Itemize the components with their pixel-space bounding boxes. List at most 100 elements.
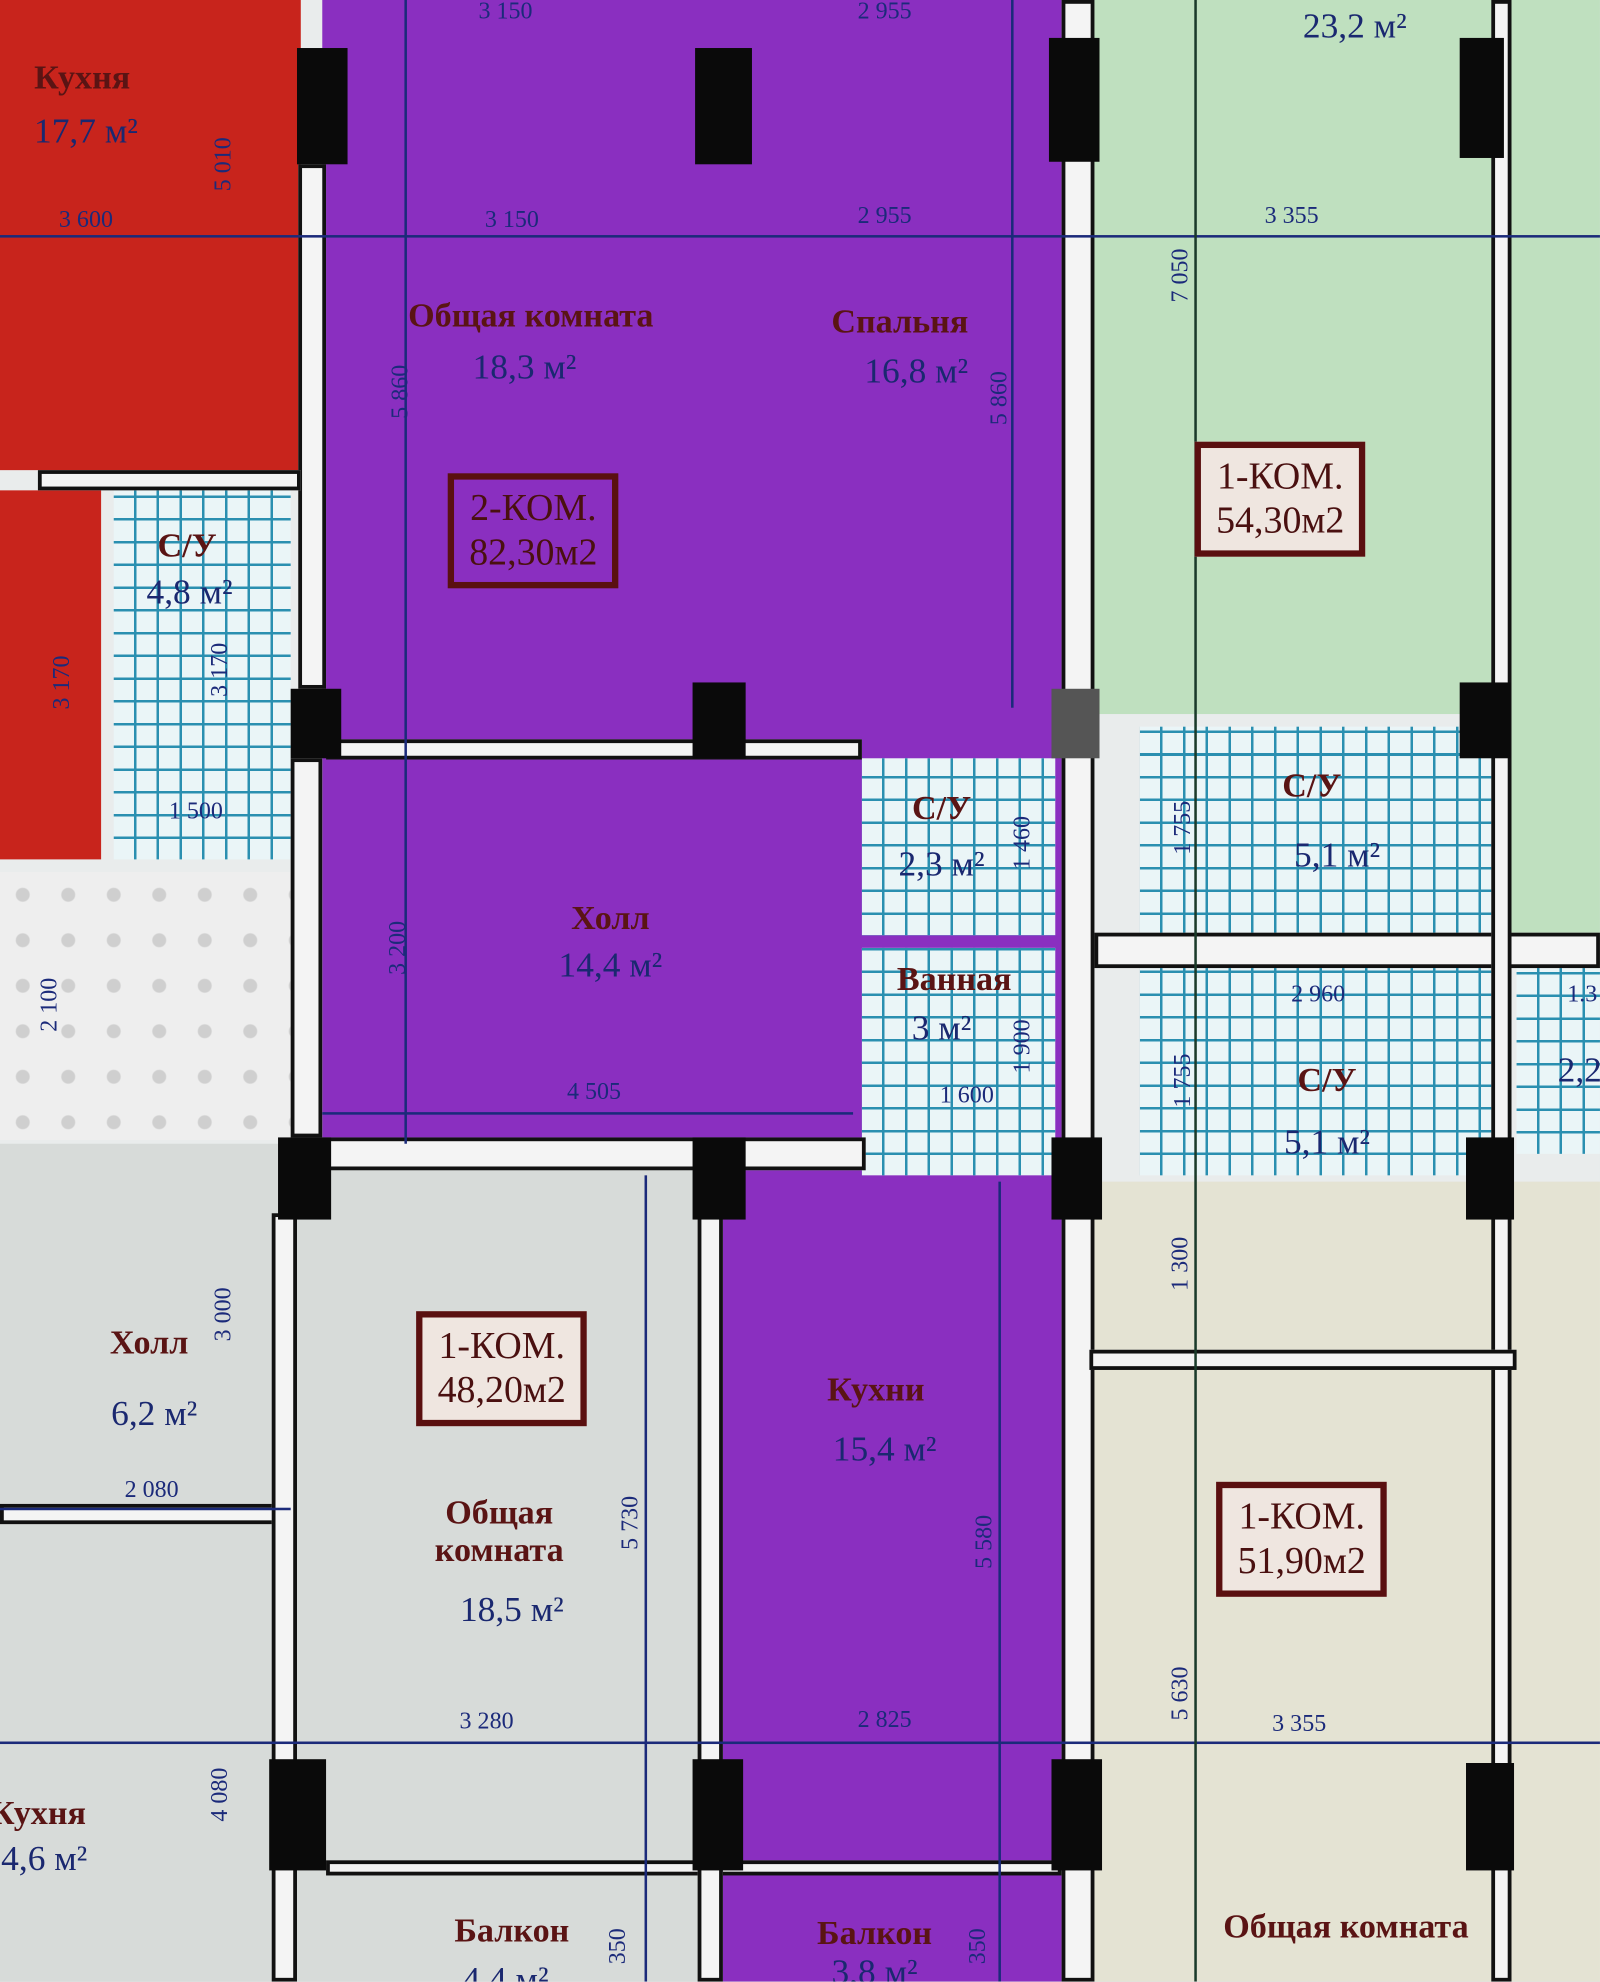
room-name: С/У (911, 788, 972, 827)
apartment-type: 1-КОМ. (1238, 1495, 1365, 1538)
room-name: Кухня (34, 58, 131, 97)
dimension-label: 4 505 (566, 1078, 621, 1106)
zone-bathroom-5-1-bottom (1139, 966, 1504, 1176)
wall (37, 470, 301, 491)
room-area: 16,8 м² (864, 352, 969, 392)
zone-bathroom-right (1516, 966, 1600, 1154)
dimension-label: 1 755 (1169, 800, 1197, 855)
room-name: Кухня (0, 1793, 86, 1832)
room-name: Общая комната (1223, 1907, 1469, 1946)
zone-green-strip (1510, 707, 1600, 936)
column (692, 682, 746, 759)
dimension-label: 5 730 (617, 1495, 644, 1550)
column (1466, 1137, 1515, 1220)
zone-bathroom-4-8 (113, 490, 291, 860)
column (278, 1137, 332, 1220)
column (1051, 1137, 1103, 1220)
dimension-label: 1.3 (1567, 981, 1598, 1008)
dimension-label: 2 960 (1291, 981, 1346, 1008)
column (692, 1137, 746, 1220)
dimension-line (404, 0, 407, 1144)
apartment-badge-1room: 1-КОМ.51,90м2 (1216, 1481, 1388, 1597)
zone-bathroom-2-3 (861, 758, 1056, 936)
dimension-label: 1 600 (939, 1082, 994, 1110)
dimension-label: 2 955 (857, 0, 912, 25)
room-area: 14,4 м² (558, 946, 663, 986)
dimension-line (1194, 0, 1197, 1982)
dimension-label: 1 900 (1009, 1019, 1036, 1074)
dimension-label: 3 355 (1264, 202, 1319, 230)
room-name: Холл (109, 1323, 189, 1362)
column (269, 1759, 327, 1871)
apartment-area: 82,30м2 (469, 530, 598, 573)
dimension-label: 3 170 (206, 642, 234, 697)
dimension-label: 1 500 (168, 798, 223, 825)
dimension-label: 7 050 (1167, 248, 1194, 303)
zone-1room-green (1089, 0, 1600, 715)
dimension-line (998, 1181, 1001, 1982)
wall (1061, 0, 1095, 1982)
dimension-label: 5 010 (210, 137, 238, 192)
dimension-line (322, 1112, 854, 1115)
room-area: 23,2 м² (1302, 7, 1407, 47)
room-area: 15,4 м² (832, 1430, 937, 1470)
dimension-label: 2 100 (36, 977, 63, 1032)
dimension-label: 2 825 (857, 1706, 912, 1734)
room-area: 3,8 м² (831, 1953, 918, 1982)
dimension-line (0, 1507, 291, 1511)
room-area: 17,7 м² (34, 111, 138, 152)
wall (290, 758, 323, 1138)
dimension-label: 3 150 (478, 0, 533, 25)
zone-corridor (0, 872, 291, 1140)
dimension-line (1011, 0, 1014, 708)
dimension-label: 4 080 (206, 1767, 234, 1822)
dimension-label: 3 200 (384, 920, 412, 975)
dimension-label: 1 300 (1167, 1236, 1194, 1291)
dimension-label: 1 460 (1009, 815, 1036, 870)
wall (298, 164, 327, 689)
dimension-label: 5 860 (387, 364, 414, 419)
room-area: 2,2 (1557, 1050, 1600, 1091)
room-name: Балкон (817, 1913, 933, 1952)
apartment-area: 51,90м2 (1237, 1539, 1366, 1582)
room-area: 4,6 м² (1, 1839, 88, 1879)
dimension-label: 3 170 (48, 655, 76, 710)
room-name: Общая комната (434, 1492, 564, 1569)
room-area: 2,3 м² (898, 844, 985, 885)
apartment-type: 1-КОМ. (1216, 455, 1344, 498)
dimension-label: 5 580 (971, 1514, 998, 1569)
dimension-label: 5 860 (986, 371, 1014, 426)
dimension-line (0, 235, 1600, 238)
room-area: 18,5 м² (459, 1590, 564, 1630)
dimension-label: 1 755 (1169, 1053, 1197, 1108)
dimension-label: 3 600 (58, 206, 113, 234)
zone-red-room (0, 490, 102, 860)
column (1048, 37, 1100, 162)
room-area: 18,3 м² (472, 348, 577, 388)
apartment-badge-1room: 1-КОМ.48,20м2 (416, 1311, 588, 1427)
dimension-label: 3 280 (459, 1708, 514, 1735)
room-area: 6,2 м² (111, 1394, 198, 1434)
dimension-line (0, 1741, 1600, 1745)
wall (1491, 0, 1512, 1982)
column (692, 1759, 744, 1871)
room-area: 5,1 м² (1283, 1123, 1371, 1163)
column (290, 688, 342, 759)
zone-kitchen-purple (720, 1143, 1062, 1982)
dimension-label: 5 630 (1167, 1666, 1194, 1721)
room-area: 3 м² (911, 1009, 972, 1049)
room-name: Кухни (827, 1370, 925, 1409)
room-name: С/У (1282, 766, 1342, 804)
apartment-area: 48,20м2 (437, 1368, 566, 1411)
dimension-label: 350 (604, 1928, 632, 1965)
dimension-label: 2 080 (124, 1476, 179, 1504)
room-name: Спальня (831, 302, 969, 341)
room-name: С/У (1297, 1060, 1357, 1099)
dimension-label: 2 955 (857, 202, 912, 230)
column (1051, 688, 1100, 759)
apartment-type: 2-КОМ. (470, 487, 597, 529)
zone-bath (861, 947, 1056, 1176)
zone-bathroom-5-1-top (1139, 726, 1504, 936)
column (695, 48, 752, 165)
wall (1094, 932, 1600, 969)
